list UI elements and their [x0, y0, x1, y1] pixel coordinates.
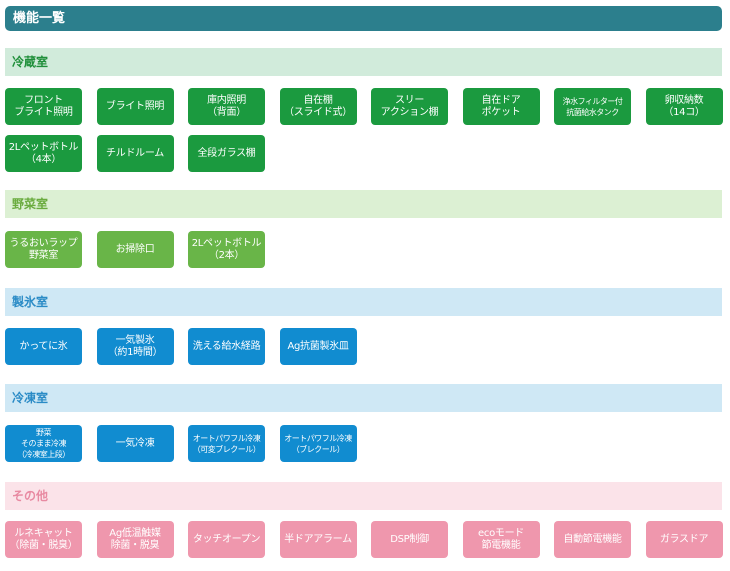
feature-button[interactable]: 自動節電機能	[554, 521, 631, 558]
feature-button[interactable]: 半ドアアラーム	[279, 521, 357, 558]
page-title: 機能一覧	[5, 6, 722, 31]
feature-button[interactable]: ecoモード 節電機能	[462, 521, 540, 558]
feature-button[interactable]: 庫内照明 （背面）	[188, 88, 265, 125]
section-header-sonota: その他	[5, 482, 722, 510]
feature-button[interactable]: 浄水フィルター付 抗菌給水タンク	[554, 88, 631, 125]
feature-grid-reito: 野菜 そのまま冷凍 （冷凍室上段） 一気冷凍 オートパワフル冷凍 （可変ブレクー…	[5, 425, 723, 462]
feature-button[interactable]: 卵収納数 （14コ）	[645, 88, 723, 125]
feature-button[interactable]: ガラスドア	[645, 521, 723, 558]
feature-grid-seihyo: かってに氷 一気製氷 （約1時間） 洗える給水経路 Ag抗菌製氷皿	[5, 328, 723, 365]
feature-grid-yasai: うるおいラップ 野菜室 お掃除口 2Lペットボトル （2本）	[5, 231, 723, 268]
feature-button[interactable]: 全段ガラス棚	[188, 135, 265, 172]
feature-grid-reizo: フロント ブライト照明 ブライト照明 庫内照明 （背面） 自在棚 （スライド式）…	[5, 88, 723, 172]
feature-button[interactable]: 2Lペットボトル （4本）	[5, 135, 82, 172]
feature-button[interactable]: フロント ブライト照明	[5, 88, 82, 125]
feature-button[interactable]: 一気冷凍	[96, 425, 174, 462]
feature-button[interactable]: Ag低温触媒 除菌・脱臭	[96, 521, 174, 558]
feature-button[interactable]: お掃除口	[96, 231, 174, 268]
feature-button[interactable]: Ag抗菌製氷皿	[279, 328, 357, 365]
feature-button[interactable]: 2Lペットボトル （2本）	[188, 231, 265, 268]
feature-button[interactable]: ブライト照明	[96, 88, 174, 125]
section-header-seihyo: 製氷室	[5, 288, 722, 316]
feature-button[interactable]: うるおいラップ 野菜室	[5, 231, 82, 268]
section-header-reito: 冷凍室	[5, 384, 722, 412]
feature-button[interactable]: タッチオープン	[188, 521, 265, 558]
feature-button[interactable]: チルドルーム	[96, 135, 174, 172]
feature-button[interactable]: スリー アクション棚	[371, 88, 448, 125]
feature-button[interactable]: 自在棚 （スライド式）	[279, 88, 357, 125]
feature-button[interactable]: 一気製氷 （約1時間）	[96, 328, 174, 365]
feature-button[interactable]: 洗える給水経路	[188, 328, 265, 365]
feature-button[interactable]: かってに氷	[5, 328, 82, 365]
feature-button[interactable]: DSP制御	[371, 521, 448, 558]
feature-button[interactable]: オートパワフル冷凍 （可変ブレクール）	[188, 425, 265, 462]
feature-button[interactable]: 自在ドア ポケット	[462, 88, 540, 125]
feature-grid-sonota: ルネキャット （除菌・脱臭） Ag低温触媒 除菌・脱臭 タッチオープン 半ドアア…	[5, 521, 723, 558]
feature-button[interactable]: ルネキャット （除菌・脱臭）	[5, 521, 82, 558]
section-header-yasai: 野菜室	[5, 190, 722, 218]
feature-button[interactable]: 野菜 そのまま冷凍 （冷凍室上段）	[5, 425, 82, 462]
feature-button[interactable]: オートパワフル冷凍 （ブレクール）	[279, 425, 357, 462]
section-header-reizo: 冷蔵室	[5, 48, 722, 76]
